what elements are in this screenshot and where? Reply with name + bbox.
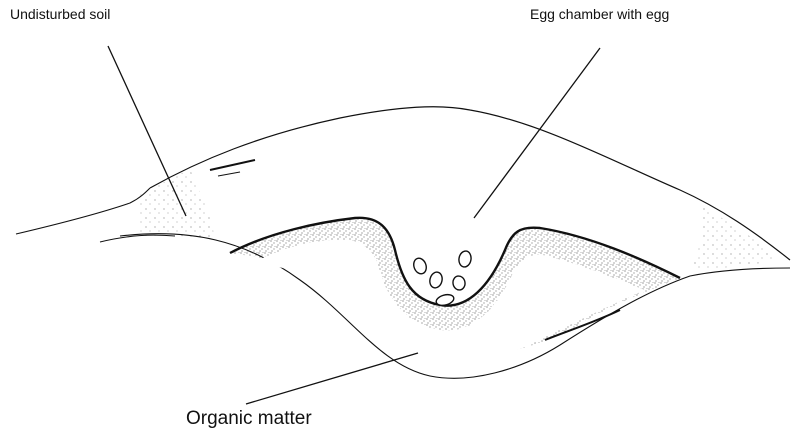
leader-line-organic-matter [246, 353, 418, 404]
soil-surface-left [16, 188, 150, 234]
mound-outline [150, 107, 790, 260]
label-undisturbed-soil: Undisturbed soil [10, 6, 110, 22]
label-egg-chamber: Egg chamber with egg [530, 6, 669, 22]
egg [428, 271, 444, 290]
label-organic-matter: Organic matter [186, 408, 312, 430]
soil-streak [210, 160, 255, 170]
soil-surface-left-lower [100, 235, 175, 242]
egg [452, 275, 466, 291]
egg [412, 256, 429, 275]
leader-line-egg-chamber [474, 48, 600, 218]
egg [458, 250, 473, 268]
soil-streak-2 [218, 172, 240, 176]
undisturbed-soil-left [140, 170, 215, 238]
undisturbed-soil-right [690, 205, 780, 272]
